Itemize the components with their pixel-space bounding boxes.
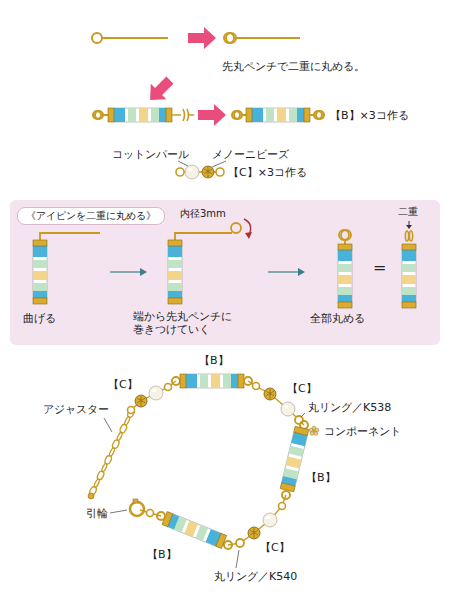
part-label: 【B】 bbox=[147, 548, 177, 561]
part-label: 【C】 bbox=[108, 378, 138, 391]
part-name: 引輪 bbox=[86, 507, 108, 520]
part-name: 丸リング／K538 bbox=[308, 401, 391, 414]
part-label: 【B】 bbox=[306, 471, 336, 484]
annotation: 二重 bbox=[398, 206, 418, 218]
dimension-label: 内径3mm bbox=[180, 208, 226, 220]
heading-box: 《アイピンを二重に丸める》 bbox=[17, 207, 165, 225]
part-label: 【C】 bbox=[260, 541, 290, 554]
part-name: コンポーネント bbox=[324, 425, 401, 438]
instruction-text: 先丸ペンチで二重に丸める。 bbox=[222, 60, 365, 73]
step-caption: 端から先丸ペンチに 巻きつけていく bbox=[133, 310, 245, 336]
step-caption: 全部丸める bbox=[310, 312, 365, 325]
instruction-text: 【B】×3コ作る bbox=[330, 109, 409, 122]
equals-sign: = bbox=[373, 258, 386, 277]
instruction-panel: 内径3mm 二重曲げる 端から先丸ペンチに 巻きつけていく 全部丸める = 《アイピンを二… bbox=[10, 200, 440, 345]
part-label: 【B】 bbox=[199, 354, 229, 367]
part-name: コットンパール bbox=[112, 148, 189, 161]
part-name: アジャスター bbox=[43, 403, 109, 416]
part-name: メノーニビーズ bbox=[212, 148, 289, 161]
panel-heading: 《アイピンを二重に丸める》 bbox=[18, 208, 164, 224]
part-label: 【C】 bbox=[287, 382, 317, 395]
step-caption: 曲げる bbox=[23, 312, 56, 325]
part-name: 丸リング／K540 bbox=[214, 570, 297, 583]
instruction-text: 【C】×3コ作る bbox=[228, 166, 307, 179]
